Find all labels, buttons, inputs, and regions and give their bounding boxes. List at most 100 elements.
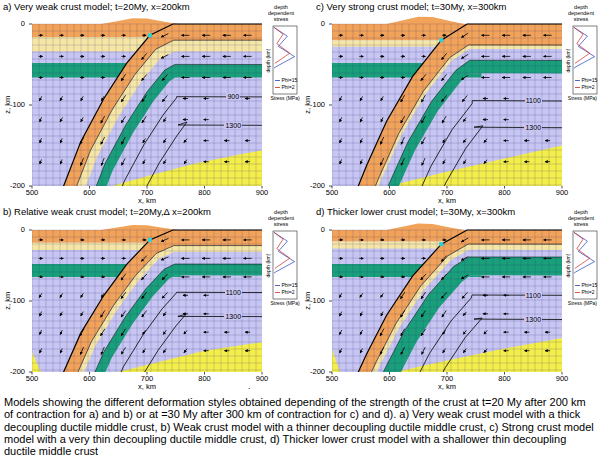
velocity-arrow (39, 293, 42, 297)
panel-title: c) Very strong crust model; t=30My, x=30… (316, 2, 506, 12)
mesh-line (165, 24, 166, 186)
velocity-arrow (101, 158, 104, 165)
mesh-line (151, 24, 152, 186)
mesh-line (32, 115, 262, 116)
velocity-arrow (184, 160, 187, 164)
inset-axis-title: depth (km) (567, 253, 572, 277)
velocity-arrow (142, 74, 147, 80)
velocity-arrow (421, 137, 425, 144)
velocity-arrow (204, 332, 209, 333)
velocity-arrow (39, 56, 43, 57)
velocity-arrow (101, 293, 104, 297)
mesh-line (32, 45, 262, 46)
velocity-arrow (545, 140, 550, 141)
velocity-arrow (81, 293, 84, 297)
velocity-arrow (524, 161, 529, 162)
velocity-arrow (340, 159, 342, 164)
mesh-line (332, 237, 562, 238)
shear-line (64, 246, 262, 372)
velocity-arrow (339, 56, 343, 57)
inset-title: depth dependent stress (564, 209, 598, 227)
velocity-arrow (524, 332, 529, 333)
mesh-line (256, 230, 257, 372)
velocity-arrow (121, 258, 125, 259)
stray-mark: . (248, 382, 251, 391)
velocity-arrow (441, 274, 446, 280)
axis-tick (329, 230, 332, 231)
panel-title: b) Relative weak crust model; t=20My,Δ x… (3, 207, 211, 217)
velocity-arrow (164, 160, 167, 164)
mesh-line (32, 335, 262, 336)
velocity-arrow (60, 348, 62, 353)
velocity-arrow (381, 96, 384, 100)
marker (439, 38, 443, 42)
mesh-line (144, 230, 145, 372)
axis-tick-label: 700 (441, 189, 454, 197)
slab-lower-layer (364, 257, 562, 372)
mesh-line (367, 230, 368, 372)
mesh-line (32, 230, 33, 372)
slab-mantle (52, 230, 262, 372)
mesh-line (332, 108, 562, 109)
mesh-line (332, 73, 562, 74)
mesh-line (332, 122, 562, 123)
asthenosphere (395, 338, 562, 372)
mesh-line (32, 356, 262, 357)
velocity-arrow (101, 258, 105, 259)
isotherm-label: 900 (226, 93, 240, 100)
velocity-arrow (401, 95, 405, 102)
mesh-line (214, 230, 215, 372)
mesh-line (32, 363, 262, 364)
mesh-line (332, 150, 562, 151)
velocity-arrow (421, 56, 425, 57)
mesh-line (32, 349, 262, 350)
velocity-arrow (482, 276, 490, 277)
inset-title: depth dependent stress (564, 4, 598, 22)
velocity-arrow (184, 139, 187, 143)
velocity-arrow (340, 96, 342, 101)
velocity-arrow (339, 276, 343, 277)
mesh-line (514, 24, 515, 186)
velocity-arrow (142, 292, 147, 298)
mesh-line (339, 24, 340, 186)
mesh-line (332, 251, 562, 252)
velocity-arrow (421, 292, 425, 299)
velocity-arrow (544, 35, 552, 36)
velocity-arrow (504, 295, 509, 296)
legend-sample (575, 80, 580, 81)
mesh-line (535, 230, 536, 372)
mesh-line (200, 230, 201, 372)
velocity-arrow (60, 330, 62, 335)
velocity-arrow (121, 74, 125, 81)
mesh-line (332, 349, 562, 350)
mesh-line (193, 24, 194, 186)
mesh-line (332, 80, 562, 81)
mesh-line (32, 31, 262, 32)
mesh-line (381, 24, 382, 186)
velocity-arrow (502, 77, 510, 78)
velocity-arrow (502, 276, 510, 277)
slab-upper-crust (344, 230, 563, 372)
velocity-arrow (121, 35, 125, 36)
velocity-arrow (245, 332, 250, 333)
velocity-arrow (244, 258, 252, 259)
mesh-line (32, 237, 262, 238)
mesh-line (374, 230, 375, 372)
velocity-arrow (161, 34, 168, 38)
velocity-arrow (183, 295, 188, 296)
mesh-line (32, 59, 262, 60)
velocity-arrow (442, 239, 446, 240)
axis-tick (329, 372, 332, 373)
velocity-arrow (442, 95, 447, 101)
velocity-arrow (380, 347, 384, 354)
axis-tick-label: 600 (83, 189, 96, 197)
velocity-arrow (339, 239, 343, 240)
velocity-arrow (504, 313, 509, 314)
velocity-arrow (80, 276, 84, 277)
axis-tick-label: 800 (498, 189, 511, 197)
mesh-line (388, 24, 389, 186)
velocity-arrow (463, 330, 466, 334)
mesh-line (32, 328, 262, 329)
axis-title: x, km (138, 383, 156, 391)
mesh-line (332, 31, 562, 32)
